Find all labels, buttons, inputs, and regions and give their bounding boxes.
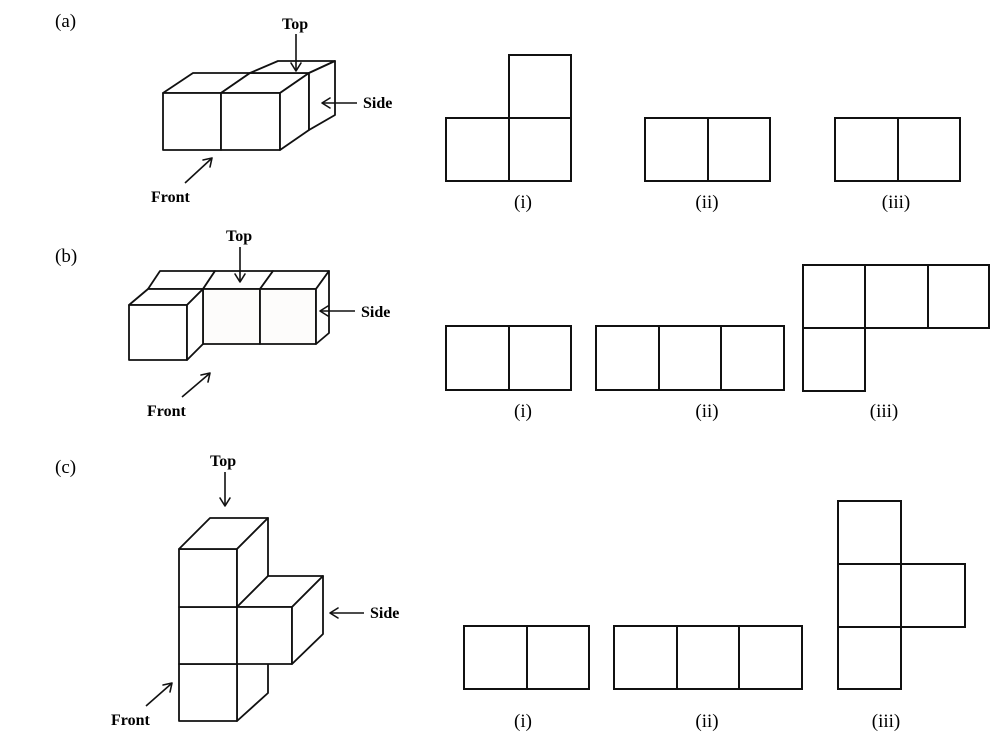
side-label-b: Side <box>361 304 390 321</box>
top-label-a: Top <box>282 16 308 33</box>
caption-c-i: (i) <box>514 711 532 732</box>
caption-a-iii: (iii) <box>882 192 911 213</box>
caption-b-iii: (iii) <box>870 401 899 422</box>
view-b-i: (i) <box>445 325 572 422</box>
top-label-c: Top <box>210 453 236 470</box>
caption-c-ii: (ii) <box>695 711 718 732</box>
caption-b-i: (i) <box>514 401 532 422</box>
view-b-ii: (ii) <box>595 325 785 422</box>
view-c-i: (i) <box>463 625 590 732</box>
side-label-c: Side <box>370 605 399 622</box>
solid-a <box>162 60 336 151</box>
front-label-b: Front <box>147 403 186 420</box>
caption-a-ii: (ii) <box>695 192 718 213</box>
side-label-a: Side <box>363 95 392 112</box>
view-a-i: (i) <box>445 54 572 213</box>
caption-b-ii: (ii) <box>695 401 718 422</box>
row-a: (a) Top Side Front (i) <box>55 11 961 213</box>
row-b: (b) Top Side Front <box>55 228 990 422</box>
solid-c <box>178 517 324 722</box>
caption-a-i: (i) <box>514 192 532 213</box>
row-label-a: (a) <box>55 11 76 32</box>
view-a-ii: (ii) <box>644 117 771 213</box>
row-label-c: (c) <box>55 457 76 478</box>
front-label-a: Front <box>151 189 190 206</box>
view-b-iii: (iii) <box>802 264 990 422</box>
solid-b <box>128 270 330 361</box>
view-c-ii: (ii) <box>613 625 803 732</box>
view-c-iii: (iii) <box>837 500 966 732</box>
front-label-c: Front <box>111 712 150 729</box>
row-label-b: (b) <box>55 246 77 267</box>
row-c: (c) Top Side Front <box>55 453 966 732</box>
top-label-b: Top <box>226 228 252 245</box>
view-a-iii: (iii) <box>834 117 961 213</box>
caption-c-iii: (iii) <box>872 711 901 732</box>
